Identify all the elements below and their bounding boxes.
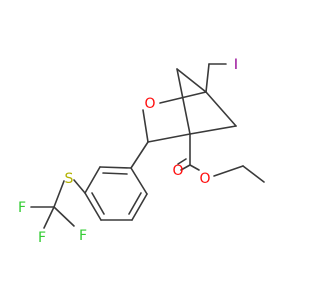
aryl-bond-1 (99, 166, 132, 169)
structure-canvas: I O O O S F F F (18, 57, 265, 246)
atom-label-ester-oxygen: O (199, 171, 210, 187)
atom-label-carbonyl-oxygen: O (172, 163, 183, 179)
bond-cf3-f2 (53, 206, 75, 227)
bond-o-ethyl (213, 165, 244, 177)
bond-c1-c6 (176, 68, 191, 135)
bond-carbonyl-double-2 (177, 158, 187, 165)
bond-c1-c5 (176, 68, 207, 93)
bond-s-cf3 (53, 180, 65, 208)
atom-label-fluorine-3: F (38, 230, 46, 246)
atom-label-sulfur: S (65, 171, 74, 187)
bond-c6-c4 (189, 125, 237, 135)
bond-o-c3 (142, 109, 149, 143)
bond-aryl-s (73, 179, 86, 194)
atom-label-ring-oxygen: O (144, 96, 155, 112)
aryl-bond-3 (84, 192, 102, 221)
bond-c3-c4 (147, 133, 191, 143)
bond-carbonyl-double-1 (180, 164, 191, 171)
bond-c5-o (159, 91, 207, 104)
aryl-bond-5-inner (128, 192, 142, 215)
aryl-bond-1-inner (102, 172, 128, 175)
aryl-bond-2 (84, 166, 101, 194)
aryl-bond-5 (131, 193, 148, 221)
atom-label-fluorine-1: F (18, 200, 26, 216)
atom-label-fluorine-2: F (79, 228, 87, 244)
bond-cf3-f3 (43, 206, 55, 229)
bond-c5-c4 (205, 91, 237, 127)
atom-label-iodine: I (234, 57, 238, 73)
bond-carbonyl-o-ester (189, 164, 200, 171)
molecule-diagram: I O O O S F F F (18, 57, 265, 246)
bond-ethyl (242, 165, 265, 183)
aryl-bond-6 (130, 167, 148, 195)
bond-c5-ch2 (205, 63, 210, 93)
aryl-bond-3-inner (91, 192, 105, 215)
bond-c3-aryl (130, 141, 149, 169)
